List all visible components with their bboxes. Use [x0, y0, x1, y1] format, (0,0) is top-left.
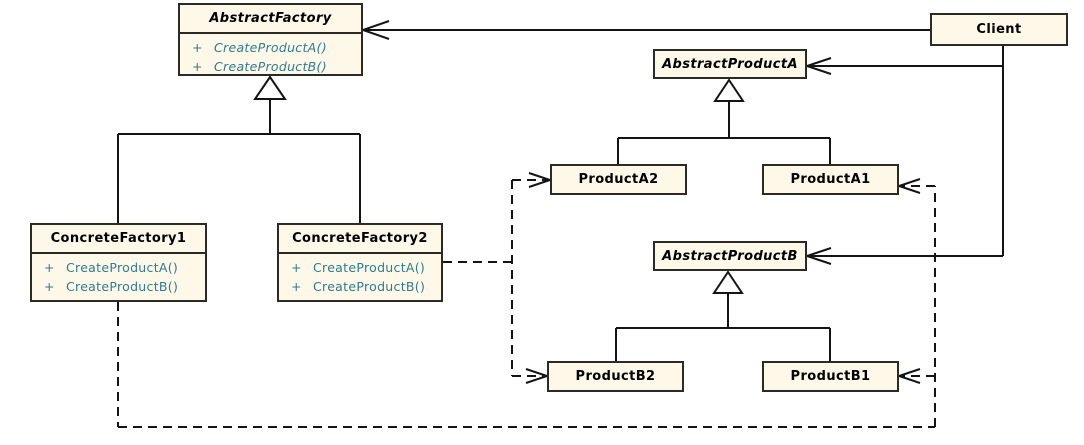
edge-client-abstractproductb: [803, 247, 1003, 265]
method-name: CreateProductB(): [66, 279, 179, 294]
class-title: ProductA2: [578, 172, 659, 187]
class-abstract-product-a: AbstractProductA: [653, 49, 807, 79]
open-arrowhead-icon: [803, 57, 832, 75]
edge-generalization-factories: [117, 75, 361, 223]
method-row: + CreateProductB(): [180, 57, 361, 76]
hollow-triangle-icon: [713, 78, 745, 102]
class-title: ProductB2: [575, 369, 656, 384]
hollow-triangle-icon: [253, 75, 287, 100]
visibility-plus: +: [44, 260, 55, 275]
method-name: CreateProductB(): [313, 279, 426, 294]
class-product-a1: ProductA1: [762, 164, 899, 195]
method-name: CreateProductB(): [214, 59, 327, 74]
class-product-b1: ProductB1: [762, 361, 899, 392]
method-row: + CreateProductA(): [180, 38, 361, 57]
edge-client-abstractfactory: [359, 20, 930, 40]
class-title: AbstractFactory: [180, 5, 361, 34]
class-title: ProductA1: [790, 172, 871, 187]
edge-generalization-products-b: [615, 270, 831, 361]
visibility-plus: +: [291, 260, 302, 275]
class-client: Client: [930, 13, 1068, 46]
class-product-b2: ProductB2: [547, 361, 684, 392]
class-concrete-factory-1: ConcreteFactory1 + CreateProductA() + Cr…: [30, 223, 207, 302]
method-list: + CreateProductA() + CreateProductB(): [279, 254, 441, 296]
method-list: + CreateProductA() + CreateProductB(): [32, 254, 205, 296]
edge-dependency-concretefactory1: [117, 178, 936, 428]
visibility-plus: +: [192, 59, 203, 74]
edge-client-abstractproducta: [803, 46, 1004, 256]
method-list: + CreateProductA() + CreateProductB(): [180, 34, 361, 76]
method-name: CreateProductA(): [66, 260, 179, 275]
visibility-plus: +: [291, 279, 302, 294]
method-row: + CreateProductA(): [32, 258, 205, 277]
class-title: ProductB1: [790, 369, 871, 384]
method-row: + CreateProductA(): [279, 258, 441, 277]
class-title: Client: [976, 22, 1022, 37]
open-arrowhead-icon: [359, 20, 390, 40]
edge-generalization-products-a: [617, 78, 831, 164]
class-abstract-factory: AbstractFactory + CreateProductA() + Cre…: [178, 3, 363, 76]
class-title: ConcreteFactory2: [279, 225, 441, 254]
visibility-plus: +: [44, 279, 55, 294]
open-arrowhead-icon: [803, 247, 832, 265]
class-title: AbstractProductB: [662, 248, 798, 264]
open-arrowhead-icon: [895, 368, 921, 384]
method-row: + CreateProductB(): [279, 277, 441, 296]
open-arrowhead-icon: [895, 178, 921, 194]
class-title: AbstractProductA: [662, 56, 798, 72]
hollow-triangle-icon: [712, 270, 744, 294]
class-concrete-factory-2: ConcreteFactory2 + CreateProductA() + Cr…: [277, 223, 443, 302]
method-name: CreateProductA(): [214, 40, 327, 55]
visibility-plus: +: [192, 40, 203, 55]
method-name: CreateProductA(): [313, 260, 426, 275]
method-row: + CreateProductB(): [32, 277, 205, 296]
class-product-a2: ProductA2: [550, 164, 687, 195]
class-title: ConcreteFactory1: [32, 225, 205, 254]
edge-dependency-concretefactory2: [443, 172, 554, 384]
class-abstract-product-b: AbstractProductB: [653, 241, 807, 271]
